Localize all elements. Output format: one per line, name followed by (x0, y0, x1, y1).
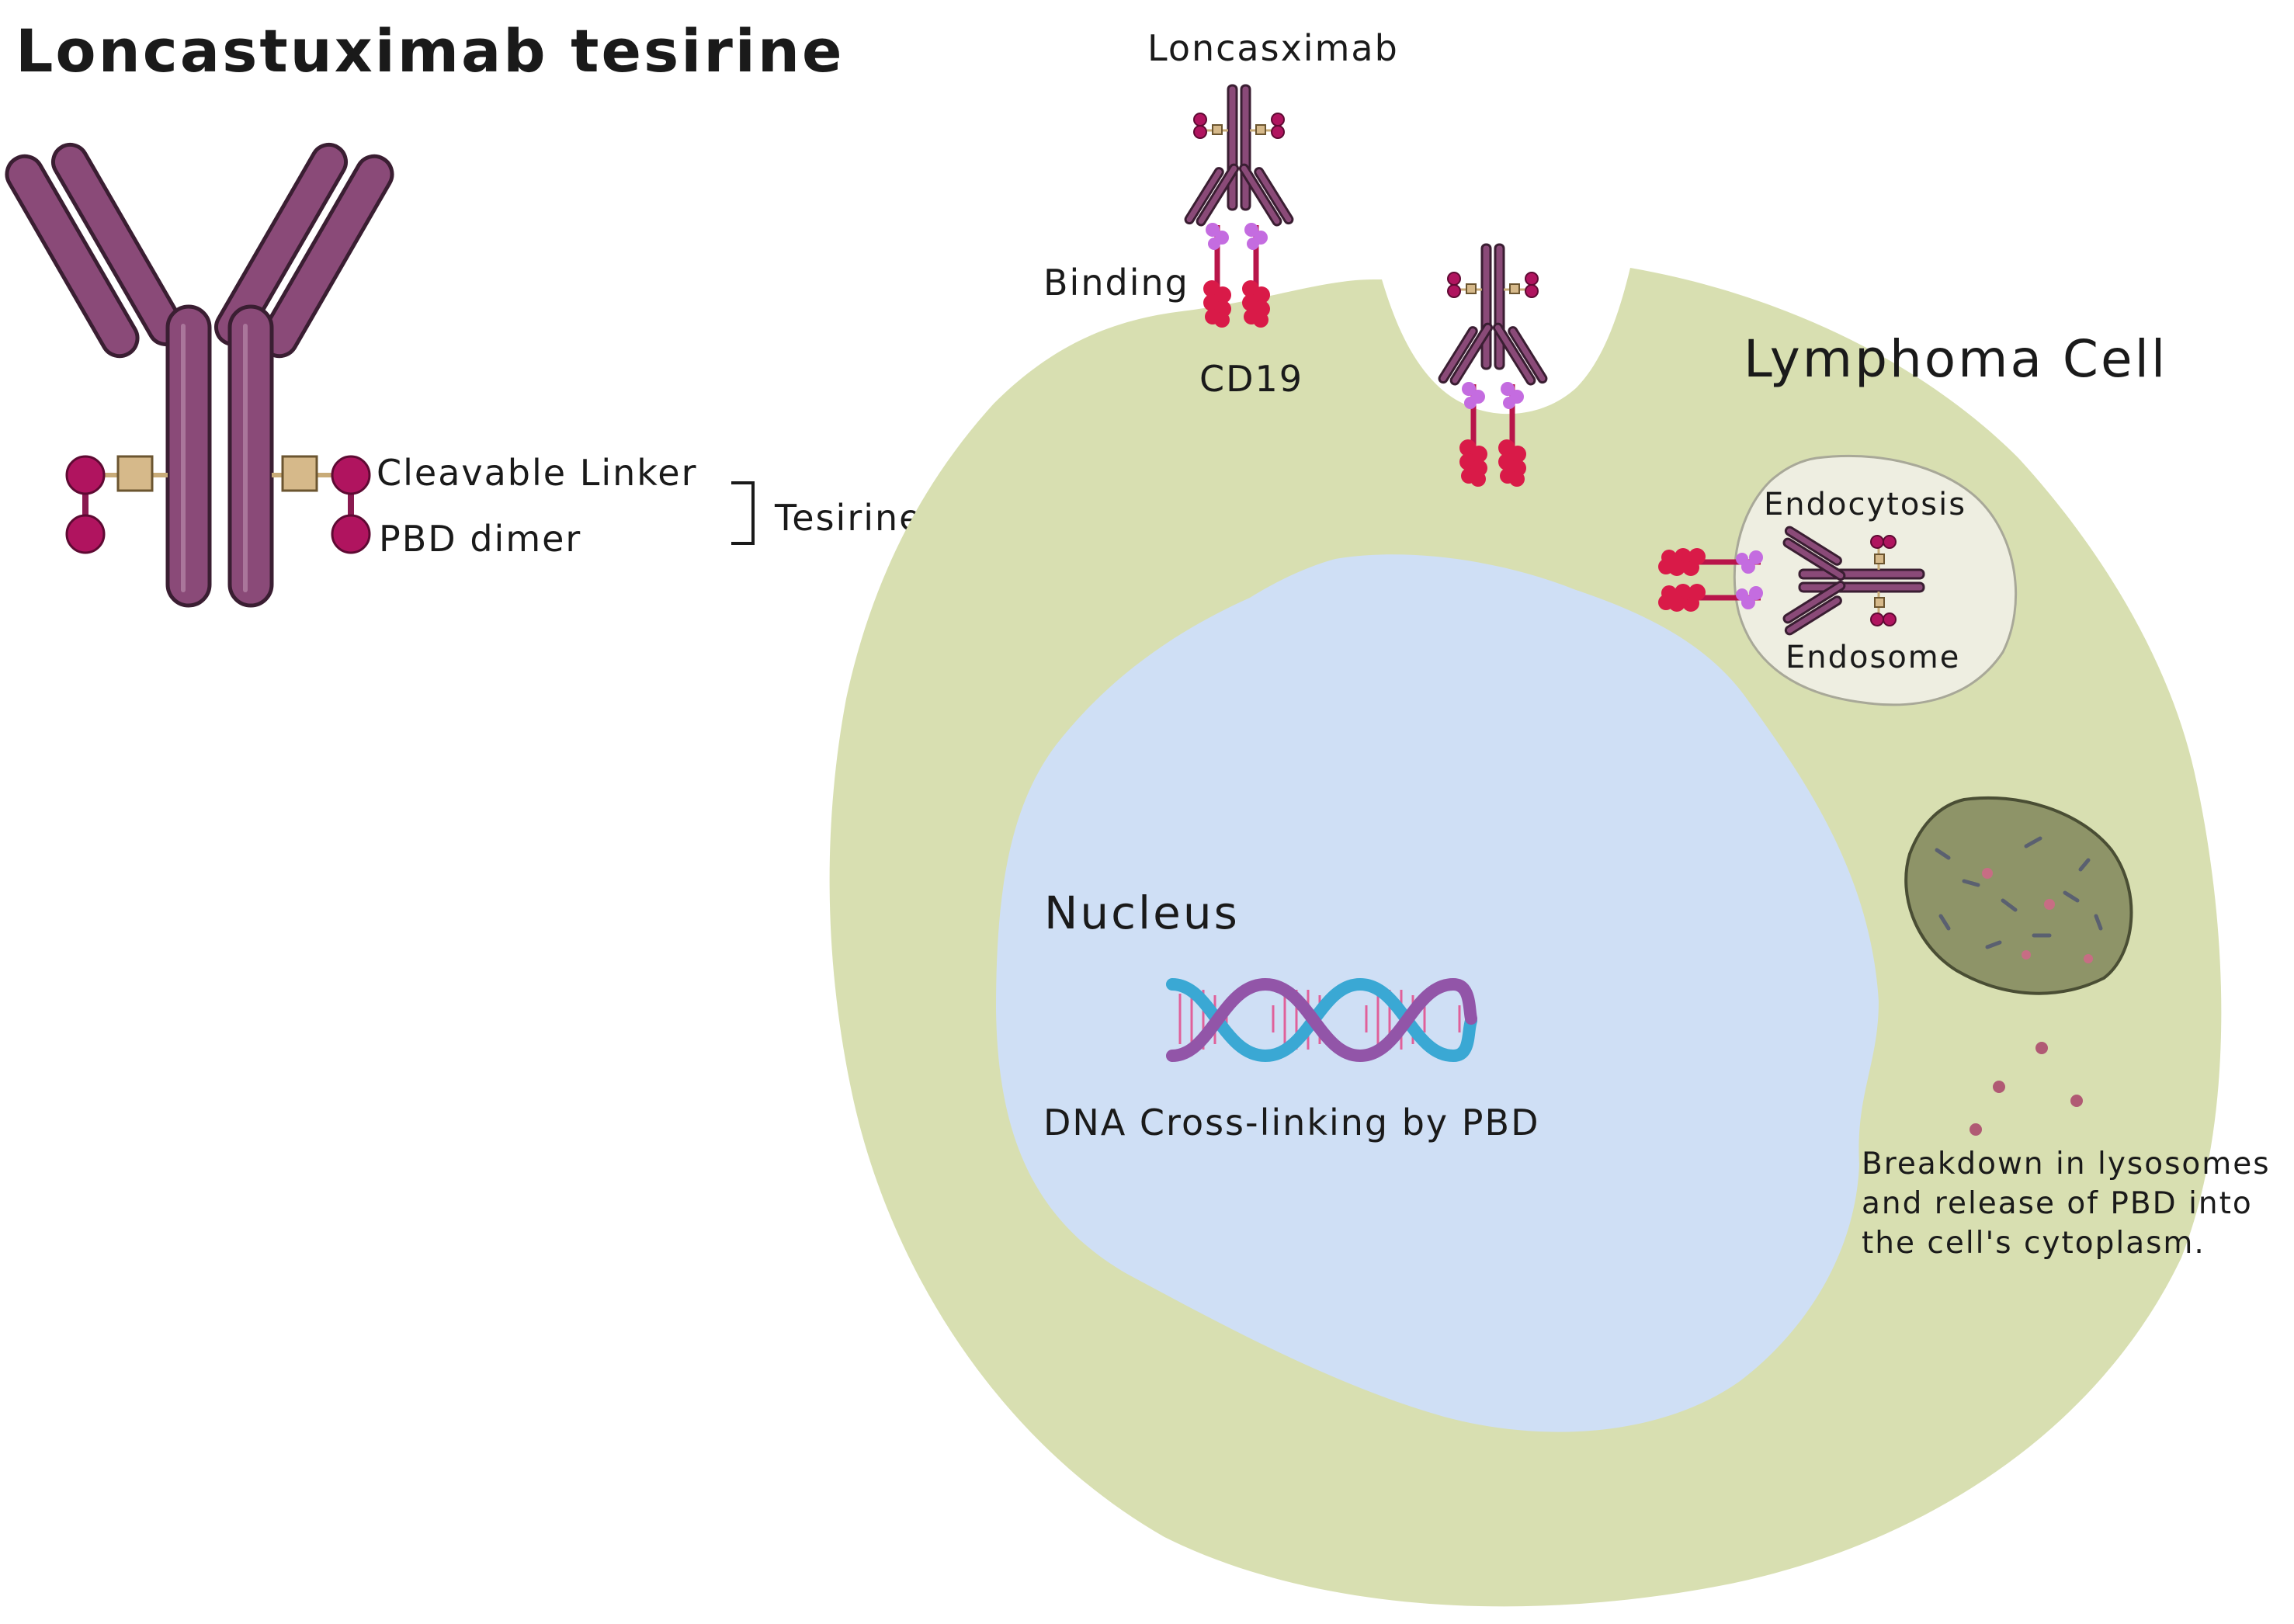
pbd-dimer-label: PBD dimer (379, 518, 581, 560)
breakdown-line: and release of PBD into (1862, 1186, 2253, 1221)
breakdown-line: the cell's cytoplasm. (1862, 1226, 2206, 1261)
tesirine-label: Tesirine (774, 497, 922, 539)
adc-binding (1182, 84, 1296, 228)
lymphoma-cell-label: Lymphoma Cell (1744, 329, 2167, 389)
adc-invagination (1436, 243, 1550, 387)
dna-helix-icon (1166, 977, 1477, 1063)
endosome-label: Endosome (1786, 640, 1960, 675)
antibody-structure (5, 142, 394, 608)
cleavable-linker-label: Cleavable Linker (377, 452, 697, 494)
endocytosis-label: Endocytosis (1764, 487, 1966, 522)
loncasximab-label: Loncasximab (1147, 27, 1399, 69)
breakdown-note: Breakdown in lysosomes and release of PB… (1862, 1147, 2271, 1261)
cd19-label: CD19 (1199, 358, 1303, 400)
released-pbd (1970, 1042, 2083, 1136)
cd19-receptor (1203, 223, 1231, 328)
breakdown-line: Breakdown in lysosomes (1862, 1147, 2271, 1182)
dna-crosslinking-label: DNA Cross-linking by PBD (1043, 1102, 1540, 1143)
figure-title: Loncastuximab tesirine (16, 16, 845, 85)
linker-payload-left (65, 455, 168, 554)
linker-payload-right (272, 455, 371, 554)
nucleus-label: Nucleus (1044, 887, 1240, 939)
tesirine-bracket (731, 481, 755, 545)
binding-label: Binding (1043, 262, 1189, 304)
lysosome (1904, 796, 2133, 995)
endosome (1733, 455, 2018, 706)
cd19-receptor (1242, 223, 1270, 328)
